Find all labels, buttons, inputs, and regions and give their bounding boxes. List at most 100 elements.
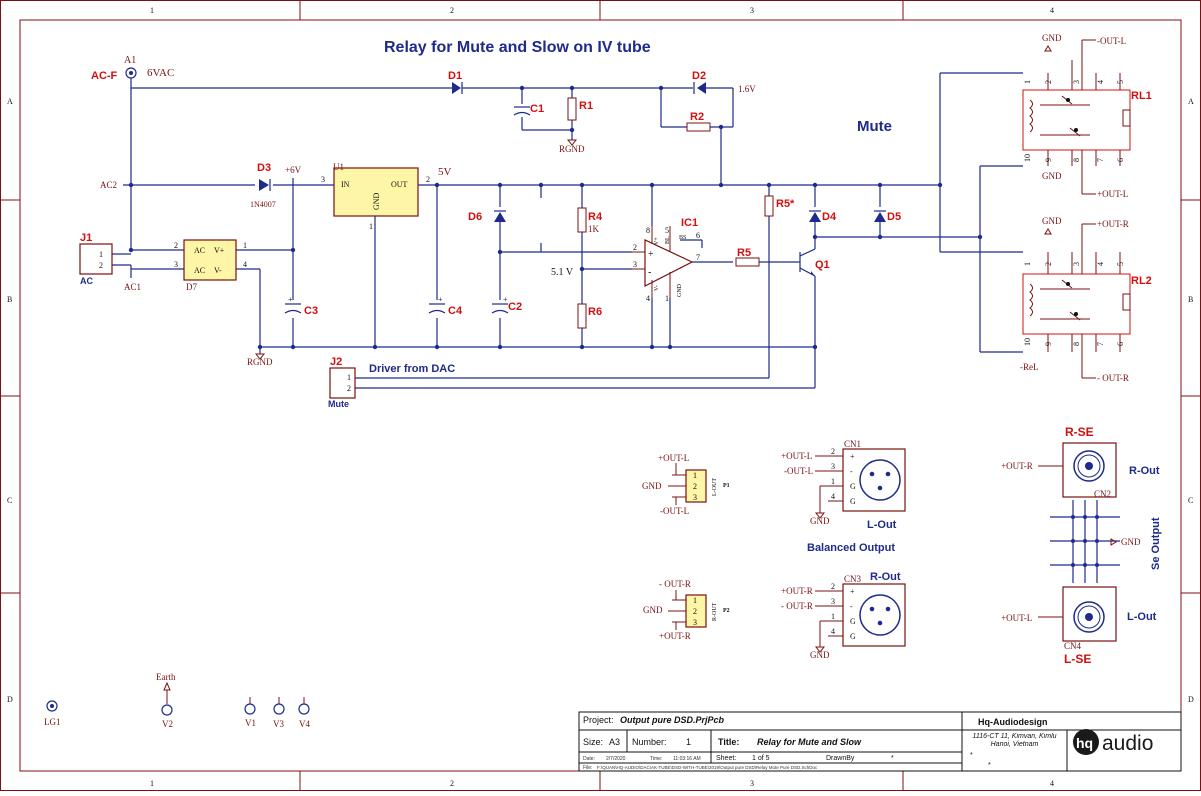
relay-rl1[interactable]: 1 2 3 4 5 10 9 8 7 6 RL1 GND -OUT-L GND … [1022,33,1152,199]
p2-pin-2: 2 [693,607,697,616]
logo-mark: hq [1076,735,1093,751]
rl2-pin-8: 8 [1072,342,1081,346]
ic1-pin-4: 4 [646,294,650,303]
svg-text:+: + [438,295,443,304]
border-row-a: A [7,97,13,106]
c1-ref: C1 [530,103,544,115]
tb-sheet-label: Sheet: [716,755,736,762]
u1-pin-3: 3 [321,175,325,184]
resistor-r5[interactable]: R5 [735,247,760,267]
tb-drawn-star: * [891,755,894,762]
cn1-name: L-Out [867,519,897,531]
j2-ref: J2 [330,356,342,368]
capacitor-c4[interactable]: + C4 [428,295,463,317]
border-col-1: 1 [150,6,154,15]
border-col-4-bottom: 4 [1050,779,1054,788]
header-p1[interactable]: 1 2 3 L-OUT P1 +OUT-L GND -OUT-L [642,453,730,516]
resistor-r5-star[interactable]: R5* [764,195,795,217]
capacitor-c1[interactable]: C1 [513,103,544,116]
ic1-vplus-label: V+ [654,237,660,245]
relay-rl2[interactable]: 1 2 3 4 5 10 9 8 7 6 RL2 GND +OUT-R -ReL… [1020,216,1152,383]
rl2-pin-1: 1 [1023,262,1032,266]
rca-cn4[interactable]: L-SE L-Out CN4 +OUT-L GND [1001,537,1157,666]
cn3-mark-minus: - [850,602,853,611]
cn3-pin-2: 2 [831,582,835,591]
d2-ref: D2 [692,70,706,82]
diode-d3[interactable]: D3 1N4007 +6V [250,162,302,209]
cn4-ref: CN4 [1064,641,1082,651]
rl2-pin-2: 2 [1044,262,1053,266]
rl1-pin-4: 4 [1096,80,1105,84]
rl2-pin-7: 7 [1096,342,1105,346]
diode-d1[interactable]: D1 [448,70,463,94]
q1-ref: Q1 [815,259,830,271]
wires [112,72,1120,583]
rl2-pin-4: 4 [1096,262,1105,266]
tb-address: 1116-CT 11, Kimvan, Kimlu Hanoi, Vietnam [972,733,1057,748]
cn3-mark-g1: G [850,617,856,626]
xlr-cn1[interactable]: CN1 2 3 1 4 + - G G +OUT-L -OUT-L GND L-… [781,439,906,531]
border-col-2-bottom: 2 [450,779,454,788]
rl1-pin-2: 2 [1044,80,1053,84]
regulator-u1[interactable]: U1 IN OUT GND 3 2 1 5V [321,162,452,231]
bridge-d7[interactable]: AC V+ AC V- 2 3 1 4 D7 [174,239,247,292]
tb-time-label: Time: [650,756,662,762]
logo-text: audio [1102,732,1153,755]
rl2-pin-9: 9 [1044,342,1053,346]
transistor-q1[interactable]: Q1 [797,248,830,277]
d7-ref: D7 [186,282,197,292]
diode-d2[interactable]: D2 1.6V [692,70,756,94]
cn2-net: +OUT-R [1001,461,1033,471]
ic1-pin-8: 8 [646,226,650,235]
ac2-net: AC2 [100,180,117,190]
junction-dots [128,85,1099,567]
rl2-net-gnd: GND [1042,216,1062,226]
rca-cn2[interactable]: R-SE R-Out CN2 +OUT-R [1001,425,1160,499]
cn3-pin-1: 1 [831,612,835,621]
d2-net-1v6: 1.6V [738,84,756,94]
comparator-ic1[interactable]: + - IC1 8 5 6 2 3 7 4 1 BL BS V+ V- GND [632,217,700,303]
cn3-net-plus: +OUT-R [781,586,813,596]
rl2-net-rel: -ReL [1020,362,1039,372]
ic1-vminus-label: V- [654,285,660,291]
tb-size: A3 [609,737,620,747]
cn3-net-gnd: GND [810,650,830,660]
resistor-r2[interactable]: R2 [686,111,711,132]
mounting-lg1: LG1 [44,700,61,727]
resistor-r1[interactable]: R1 RGND [559,97,593,154]
diode-d5[interactable]: D5 [874,210,901,223]
j1-pin-1: 1 [99,250,103,259]
cn3-net-minus: - OUT-R [781,601,813,611]
border-row-d-right: D [1188,695,1194,704]
connector-j1[interactable]: J1 1 2 AC [79,232,113,286]
rl1-pin-8: 8 [1072,158,1081,162]
j2-pin-1: 1 [347,373,351,382]
diode-d6[interactable]: D6 [468,210,506,223]
u1-in-label: IN [341,180,350,189]
capacitor-c2[interactable]: + C2 [491,295,522,314]
rl1-pin-10: 10 [1023,154,1032,162]
cn2-label: R-Out [1129,465,1160,477]
u1-pin-1: 1 [369,222,373,231]
capacitor-c3[interactable]: + C3 [284,295,318,317]
cn1-pin-3: 3 [831,462,835,471]
rl1-pin-3: 3 [1072,80,1081,84]
diode-d4[interactable]: D4 [809,210,837,223]
a1-terminal[interactable]: A1 6VAC AC-F [91,55,174,88]
driver-from-dac-label: Driver from DAC [369,363,455,375]
border-col-2: 2 [450,6,454,15]
earth-label: Earth [156,672,176,682]
u1-gnd-label: GND [372,192,381,210]
connector-j2[interactable]: J2 1 2 Mute [328,356,356,409]
u1-ref: U1 [333,162,344,172]
resistor-r4[interactable]: R4 1K [577,207,603,234]
tb-number: 1 [686,737,691,747]
v2-label: V2 [162,719,173,729]
v4-label: V4 [299,719,310,729]
xlr-cn3[interactable]: CN3 2 3 1 4 + - G G +OUT-R - OUT-R GND R… [781,571,906,660]
r6-ref: R6 [588,306,602,318]
resistor-r6[interactable]: R6 [577,303,602,329]
header-p2[interactable]: 1 2 3 R-OUT P2 - OUT-R GND +OUT-R [643,579,730,641]
border-col-4: 4 [1050,6,1054,15]
r4-value: 1K [588,224,600,234]
